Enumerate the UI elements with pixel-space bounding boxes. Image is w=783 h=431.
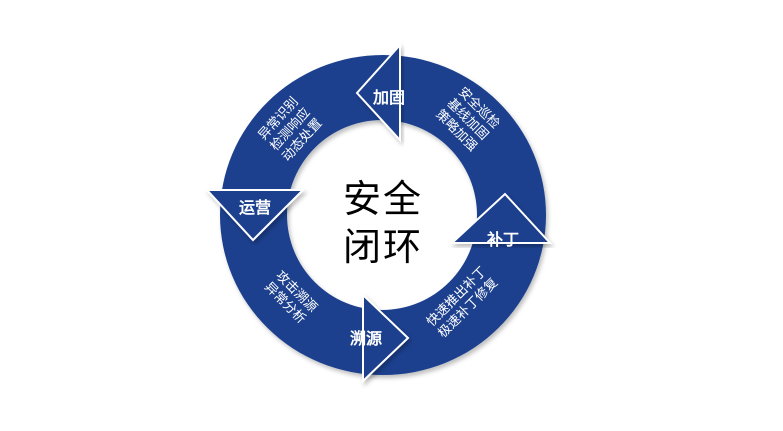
arrowhead-patch xyxy=(449,192,553,244)
stage-label-operate: 运营 xyxy=(238,198,272,217)
arrowhead-trace xyxy=(362,292,410,384)
arrowhead-operate xyxy=(204,189,306,242)
stage-label-reinforce: 加固 xyxy=(372,88,406,107)
arrowhead-reinforce xyxy=(355,42,401,143)
center-title-line2: 闭环 xyxy=(342,225,424,269)
center-title-line1: 安全 xyxy=(342,177,424,221)
stage-label-patch: 补丁 xyxy=(486,230,520,249)
ring xyxy=(219,54,546,376)
stage-label-trace: 溯源 xyxy=(349,329,383,348)
